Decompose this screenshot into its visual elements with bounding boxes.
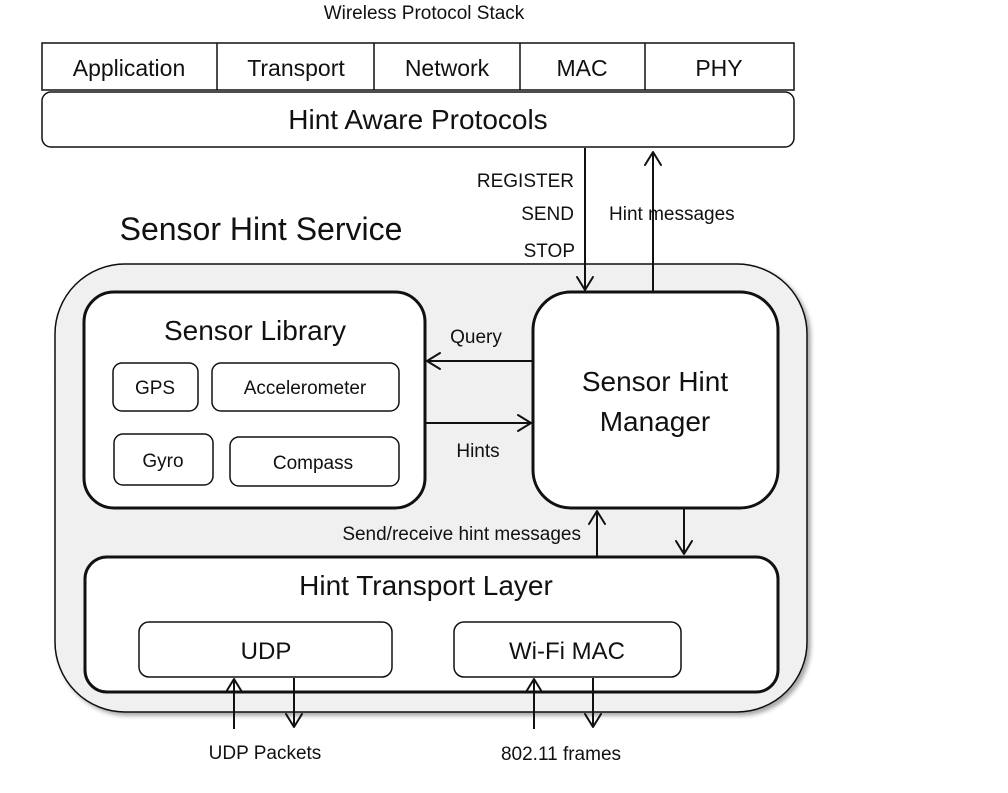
sensor-compass bbox=[229, 436, 400, 487]
stop-label: STOP bbox=[524, 241, 575, 262]
wifi-mac-label: Wi-Fi MAC bbox=[509, 638, 625, 665]
layer-transport: Transport bbox=[247, 55, 345, 81]
control-down-arrow bbox=[576, 148, 594, 291]
wifi-out-arrow bbox=[584, 678, 602, 728]
hint-messages-up-arrow bbox=[644, 151, 662, 291]
transport-layer-title: Hint Transport Layer bbox=[299, 570, 553, 601]
udp-box bbox=[138, 621, 393, 678]
hint-transport-layer-box: Hint Transport Layer UDP Wi-Fi MAC bbox=[83, 555, 780, 694]
sensor-gyro-label: Gyro bbox=[142, 451, 183, 472]
sensor-gps bbox=[112, 362, 199, 412]
sensor-library-box: Sensor Library GPS Accelerometer Gyro Co… bbox=[82, 290, 427, 510]
send-up-arrow bbox=[588, 510, 606, 556]
hint-aware-protocols-box: Hint Aware Protocols bbox=[41, 91, 795, 148]
udp-out-arrow bbox=[285, 678, 303, 728]
layer-application: Application bbox=[73, 55, 186, 81]
sensor-accelerometer bbox=[211, 362, 400, 412]
hint-messages-label: Hint messages bbox=[609, 204, 735, 225]
protocol-stack: Application Transport Network MAC PHY bbox=[41, 42, 795, 91]
register-label: REGISTER bbox=[477, 171, 574, 192]
layer-phy: PHY bbox=[695, 55, 742, 81]
sensor-gps-label: GPS bbox=[135, 378, 175, 399]
hint-aware-protocols-label: Hint Aware Protocols bbox=[288, 104, 547, 135]
receive-down-arrow bbox=[675, 509, 693, 555]
sensor-gyro bbox=[113, 433, 214, 486]
wifi-in-arrow bbox=[525, 678, 543, 729]
frames-label: 802.11 frames bbox=[501, 744, 621, 765]
wifi-mac-box bbox=[453, 621, 682, 678]
manager-label-line2: Manager bbox=[600, 406, 711, 437]
layer-network: Network bbox=[405, 55, 490, 81]
sensor-compass-label: Compass bbox=[273, 453, 353, 474]
udp-label: UDP bbox=[241, 638, 292, 665]
udp-packets-label: UDP Packets bbox=[209, 743, 322, 764]
service-title: Sensor Hint Service bbox=[120, 211, 403, 247]
hints-label: Hints bbox=[456, 441, 499, 462]
manager-label-line1: Sensor Hint bbox=[582, 366, 729, 397]
send-receive-label: Send/receive hint messages bbox=[342, 524, 581, 545]
stack-row bbox=[41, 42, 795, 91]
hints-arrow bbox=[425, 414, 532, 432]
layer-mac: MAC bbox=[556, 55, 607, 81]
sensor-hint-manager-box: Sensor Hint Manager bbox=[531, 290, 780, 510]
query-label: Query bbox=[450, 327, 502, 348]
send-label: SEND bbox=[521, 204, 574, 225]
sensor-accelerometer-label: Accelerometer bbox=[244, 378, 367, 399]
query-arrow bbox=[426, 352, 533, 370]
sensor-library-title: Sensor Library bbox=[164, 315, 346, 346]
stack-title: Wireless Protocol Stack bbox=[324, 3, 525, 24]
udp-in-arrow bbox=[225, 678, 243, 729]
